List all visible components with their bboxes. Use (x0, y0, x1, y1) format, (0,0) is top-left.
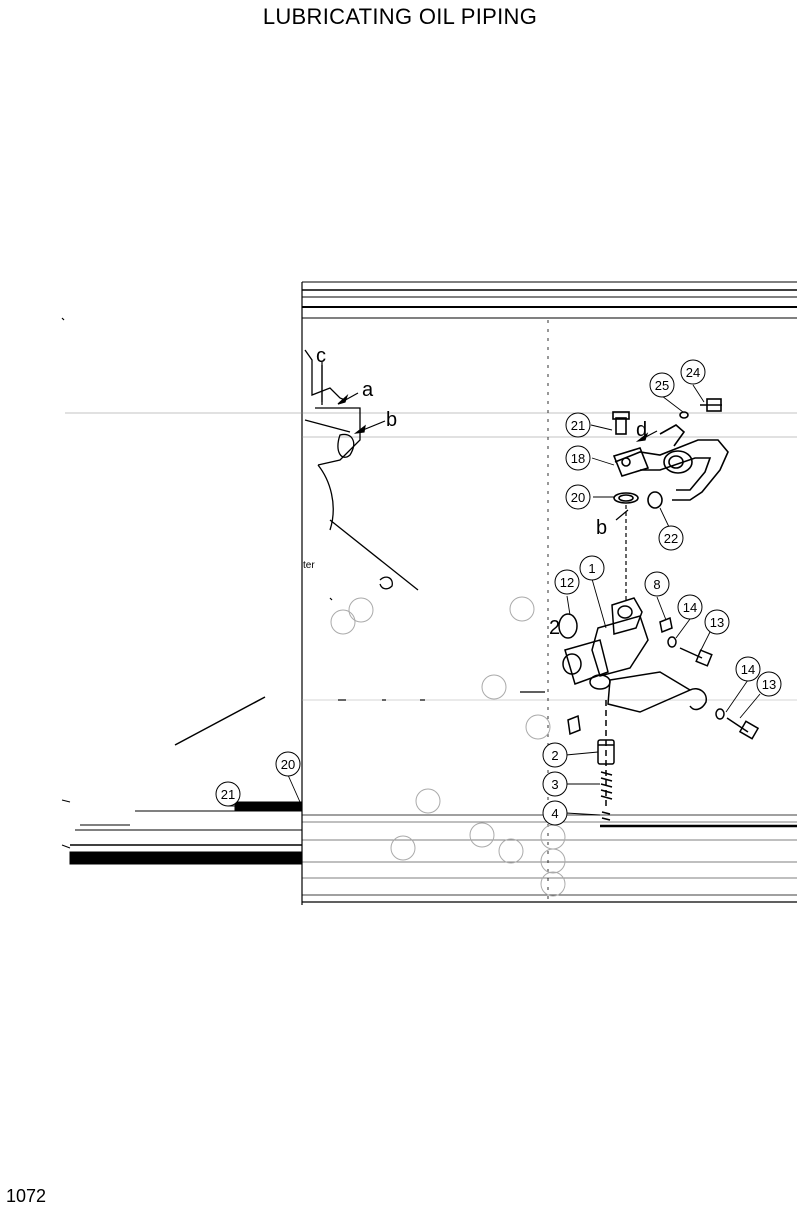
callout-label-25: 25 (655, 378, 669, 393)
callout-label-24: 24 (686, 365, 700, 380)
callout-label-1: 1 (588, 561, 595, 576)
letter-a: a (362, 379, 374, 401)
callout-20b (275, 751, 301, 777)
pipe-pointer-arrows (615, 430, 658, 600)
callout-label-20b: 20 (281, 757, 295, 772)
engine-block-fragment (304, 349, 419, 591)
callout-12 (554, 569, 580, 595)
callout-label-3: 3 (551, 777, 558, 792)
letter-d: d (636, 419, 647, 441)
callout-label-18: 18 (571, 451, 585, 466)
callout-3 (542, 771, 568, 797)
ghost-circles (330, 596, 566, 897)
callout-label-12: 12 (560, 575, 574, 590)
leader-lines (228, 384, 761, 816)
callout-label-20: 20 (571, 490, 585, 505)
page-title: LUBRICATING OIL PIPING (262, 4, 538, 29)
callout-label-13a: 13 (710, 615, 724, 630)
letter-c: c (316, 345, 326, 367)
callout-label-4: 4 (551, 806, 558, 821)
fragment-partial-num: 2 (549, 617, 560, 639)
pointer-arrows (321, 362, 386, 434)
callout-labels: 24 25 21 18 20 22 12 1 8 14 13 14 13 2 3… (221, 365, 776, 821)
callout-4 (542, 800, 568, 826)
callout-2 (542, 742, 568, 768)
callout-8 (644, 571, 670, 597)
callout-1 (579, 555, 605, 581)
reference-letters: c a b d b (316, 345, 647, 539)
text-fragments: ter 2 (303, 560, 560, 639)
oil-pipe-assembly (612, 398, 729, 509)
callout-14a (677, 594, 703, 620)
callout-20 (565, 484, 591, 510)
scan-marks (61, 317, 545, 701)
callout-label-21b: 21 (221, 787, 235, 802)
letter-b-top: b (386, 409, 397, 431)
callout-bubbles (215, 359, 782, 826)
callout-label-2: 2 (551, 748, 558, 763)
bolts-and-washers (667, 636, 760, 740)
callout-21b (215, 781, 241, 807)
callout-label-14b: 14 (741, 662, 755, 677)
scan-bars-left (61, 696, 303, 865)
callout-label-21: 21 (571, 418, 585, 433)
letter-b-pipe: b (596, 517, 607, 539)
callout-13a (704, 609, 730, 635)
fragment-ter: ter (303, 560, 315, 571)
callout-label-13b: 13 (762, 677, 776, 692)
callout-14b (735, 656, 761, 682)
callout-18 (565, 445, 591, 471)
callout-label-14a: 14 (683, 600, 697, 615)
page-number: 1072 (6, 1186, 47, 1206)
callout-24 (680, 359, 706, 385)
callout-21 (565, 412, 591, 438)
callout-13b (756, 671, 782, 697)
callout-25 (649, 372, 675, 398)
valve-block-assembly (558, 597, 707, 821)
callout-label-22: 22 (664, 531, 678, 546)
callout-label-8: 8 (653, 577, 660, 592)
callout-22 (658, 525, 684, 551)
